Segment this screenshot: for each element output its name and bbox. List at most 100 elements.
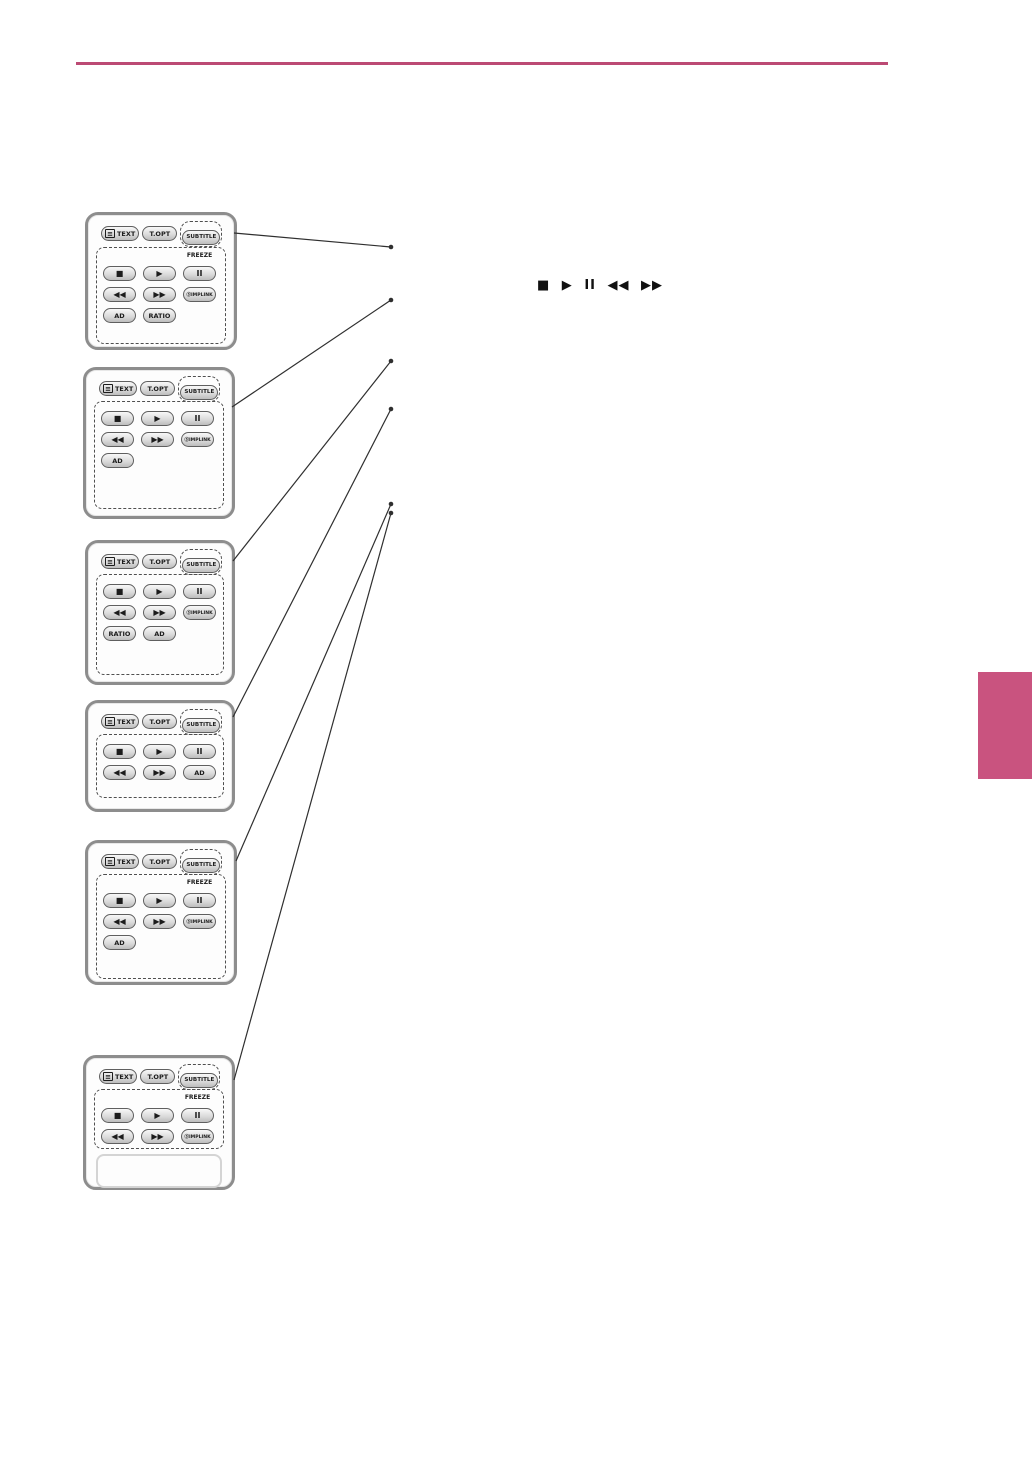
playback-row: ■ ▶ II [103,584,223,599]
subtitle-button: SUBTITLE [180,1072,219,1088]
ad-button: AD [183,765,216,780]
fast-forward-button: ▶▶ [143,765,176,780]
text-button: ≡ TEXT [99,381,138,397]
teletext-icon: ≡ [105,229,115,239]
fast-forward-button: ▶▶ [141,432,174,447]
text-button: ≡ TEXT [101,554,140,570]
stop-button: ■ [103,266,136,281]
subtitle-button: SUBTITLE [182,557,221,573]
subtitle-dashed-outline: SUBTITLE [178,1064,221,1090]
stop-button: ■ [103,584,136,599]
fast-forward-button: ▶▶ [141,1129,174,1144]
topt-button: T.OPT [140,1069,176,1085]
simplink-button: ⓈIMPLINK [183,287,216,302]
ad-button: AD [103,935,136,950]
text-button: ≡ TEXT [99,1069,138,1085]
playback-row: ■ ▶ II [101,411,223,426]
callout-line [232,408,392,718]
play-button: ▶ [141,411,174,426]
simplink-button: ⓈIMPLINK [183,914,216,929]
callout-line [235,503,392,862]
playback-symbols-text: ■ ▶ II ◀◀ ▶▶ [537,278,664,293]
seek-row: ◀◀ ▶▶ ⓈIMPLINK [103,287,225,302]
extra-row: AD [103,935,225,950]
remote-illustration-2: ≡ TEXT T.OPT SUBTITLE ■ ▶ II ◀◀ ▶▶ ⓈIMPL… [83,367,235,519]
rewind-button: ◀◀ [101,432,134,447]
remote-illustration-6: ≡ TEXT T.OPT SUBTITLE FREEZE ■ ▶ II ◀◀ ▶… [83,1055,235,1190]
playback-row: ■ ▶ II [103,744,223,759]
play-button: ▶ [141,1108,174,1123]
ratio-button: RATIO [143,308,176,323]
subtitle-dashed-outline: SUBTITLE [178,376,221,402]
callout-dot [388,501,394,507]
stop-button: ■ [103,893,136,908]
text-button-label: TEXT [117,229,136,238]
text-button-label: TEXT [115,384,134,393]
callout-dot [388,358,394,364]
play-button: ▶ [143,266,176,281]
stop-button: ■ [101,1108,134,1123]
top-button-row: ≡ TEXT T.OPT SUBTITLE [101,709,223,735]
pause-button: II [183,893,216,908]
stop-button: ■ [101,411,134,426]
freeze-label: FREEZE [186,252,213,259]
playback-dashed-outline: ■ ▶ II ◀◀ ▶▶ ⓈIMPLINK RATIO AD [96,574,224,675]
callout-dot [388,244,394,250]
callout-line [233,232,392,248]
rewind-button: ◀◀ [101,1129,134,1144]
freeze-row: FREEZE [103,252,225,260]
rewind-button: ◀◀ [103,765,136,780]
chapter-side-tab [978,672,1032,779]
callout-line [232,360,392,562]
remote-illustration-1: ≡ TEXT T.OPT SUBTITLE FREEZE ■ ▶ II ◀◀ ▶… [85,212,237,350]
playback-row: ■ ▶ II [103,893,225,908]
topt-button: T.OPT [142,554,178,570]
stop-button: ■ [103,744,136,759]
teletext-icon: ≡ [103,384,113,394]
subtitle-button: SUBTITLE [182,717,221,733]
ad-button: AD [143,626,176,641]
topt-button: T.OPT [142,226,178,242]
subtitle-dashed-outline: SUBTITLE [180,709,223,735]
subtitle-button: SUBTITLE [180,384,219,400]
subtitle-dashed-outline: SUBTITLE [180,549,223,575]
top-button-row: ≡ TEXT T.OPT SUBTITLE [101,549,223,575]
top-button-row: ≡ TEXT T.OPT SUBTITLE [99,376,221,402]
extra-row: AD RATIO [103,308,225,323]
simplink-button: ⓈIMPLINK [181,432,214,447]
play-button: ▶ [143,584,176,599]
seek-row: ◀◀ ▶▶ ⓈIMPLINK [103,605,223,620]
rewind-button: ◀◀ [103,287,136,302]
playback-dashed-outline: FREEZE ■ ▶ II ◀◀ ▶▶ ⓈIMPLINK AD [96,874,226,979]
callout-dot [388,406,394,412]
text-button-label: TEXT [117,857,136,866]
text-button: ≡ TEXT [101,714,140,730]
subtitle-button: SUBTITLE [182,229,221,245]
freeze-row: FREEZE [101,1094,223,1102]
top-button-row: ≡ TEXT T.OPT SUBTITLE [101,849,223,875]
pause-button: II [183,266,216,281]
text-button-label: TEXT [117,557,136,566]
text-button-label: TEXT [115,1072,134,1081]
teletext-icon: ≡ [105,557,115,567]
empty-button-area [96,1154,222,1188]
playback-row: ■ ▶ II [103,266,225,281]
pause-button: II [183,584,216,599]
teletext-icon: ≡ [105,857,115,867]
topt-button: T.OPT [140,381,176,397]
extra-row: AD [101,453,223,468]
fast-forward-button: ▶▶ [143,287,176,302]
playback-dashed-outline: ■ ▶ II ◀◀ ▶▶ ⓈIMPLINK AD [94,401,224,509]
playback-dashed-outline: FREEZE ■ ▶ II ◀◀ ▶▶ ⓈIMPLINK AD RATIO [96,247,226,344]
text-button: ≡ TEXT [101,854,140,870]
seek-row: ◀◀ ▶▶ ⓈIMPLINK [101,432,223,447]
playback-dashed-outline: ■ ▶ II ◀◀ ▶▶ AD [96,734,224,798]
callout-dot [388,297,394,303]
subtitle-dashed-outline: SUBTITLE [180,221,223,247]
callout-dot [388,510,394,516]
top-button-row: ≡ TEXT T.OPT SUBTITLE [101,221,223,247]
subtitle-button: SUBTITLE [182,857,221,873]
seek-row: ◀◀ ▶▶ ⓈIMPLINK [101,1129,223,1144]
ad-button: AD [103,308,136,323]
topt-button: T.OPT [142,714,178,730]
